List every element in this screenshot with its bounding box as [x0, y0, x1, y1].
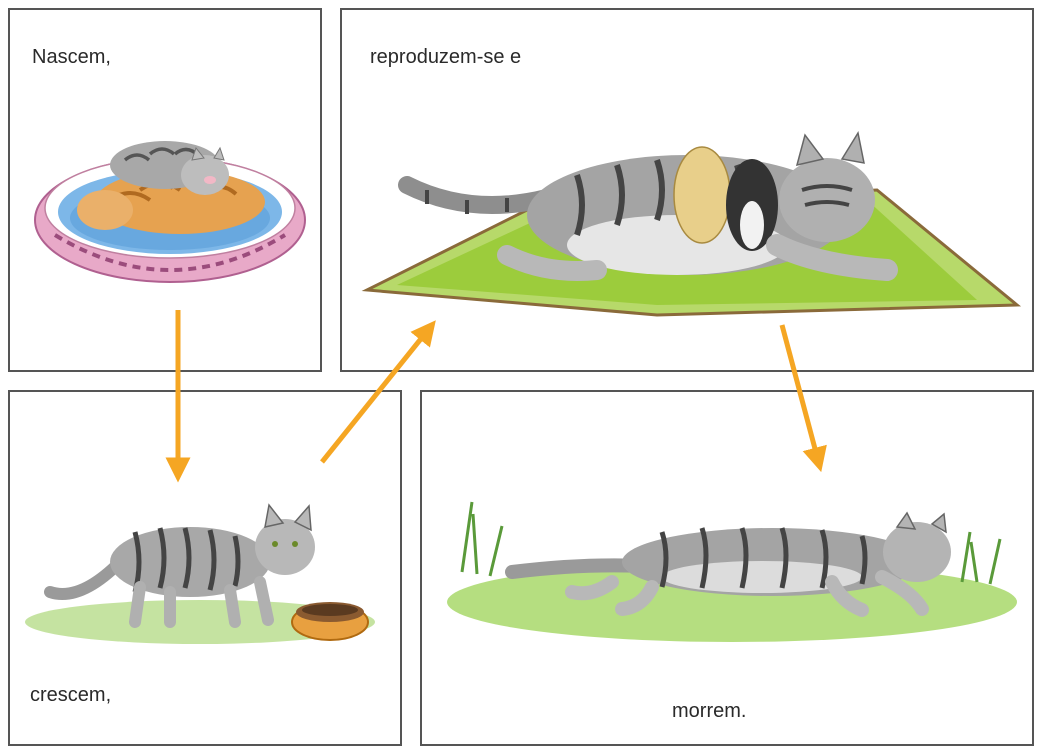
stage-die-label: morrem. — [672, 700, 746, 723]
stage-born-label: Nascem, — [32, 46, 111, 69]
kitten-eating-icon — [20, 492, 395, 652]
lying-cat-icon — [442, 482, 1022, 662]
stage-born-panel: Nascem, — [8, 8, 322, 372]
stage-die-panel: morrem. — [420, 390, 1034, 746]
kittens-in-bowl-icon — [30, 120, 310, 310]
stage-reproduce-label: reproduzem-se e — [370, 46, 521, 69]
nursing-cat-icon — [357, 105, 1027, 325]
stage-grow-panel: crescem, — [8, 390, 402, 746]
stage-reproduce-panel: reproduzem-se e — [340, 8, 1034, 372]
stage-grow-label: crescem, — [30, 684, 111, 707]
